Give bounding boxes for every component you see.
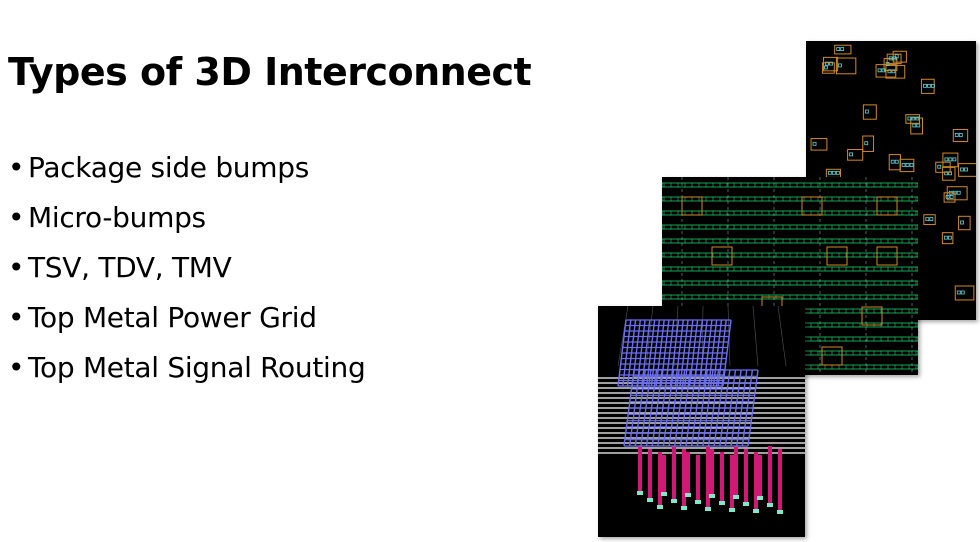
bullet-text: TSV, TDV, TMV <box>28 251 232 284</box>
bullet-dot: • <box>8 201 25 234</box>
tsv-3d-render-image <box>598 306 805 537</box>
bullet-text: Top Metal Signal Routing <box>28 351 366 384</box>
bullet-text: Package side bumps <box>28 151 309 184</box>
bullet-dot: • <box>8 351 25 384</box>
tsv-3d-render-graphic <box>598 306 805 514</box>
bullet-item: •Micro-bumps <box>8 198 365 248</box>
bullet-item: •TSV, TDV, TMV <box>8 248 365 298</box>
bullet-list: •Package side bumps •Micro-bumps •TSV, T… <box>8 148 366 398</box>
bullet-text: Top Metal Power Grid <box>28 301 317 334</box>
bullet-dot: • <box>8 251 25 284</box>
bullet-dot: • <box>8 151 25 184</box>
bullet-item: •Package side bumps <box>8 148 365 198</box>
slide-title: Types of 3D Interconnect <box>8 50 532 94</box>
bullet-item: •Top Metal Power Grid <box>8 298 365 348</box>
bullet-item: •Top Metal Signal Routing <box>8 348 366 398</box>
bullet-dot: • <box>8 301 25 334</box>
bullet-text: Micro-bumps <box>28 201 206 234</box>
